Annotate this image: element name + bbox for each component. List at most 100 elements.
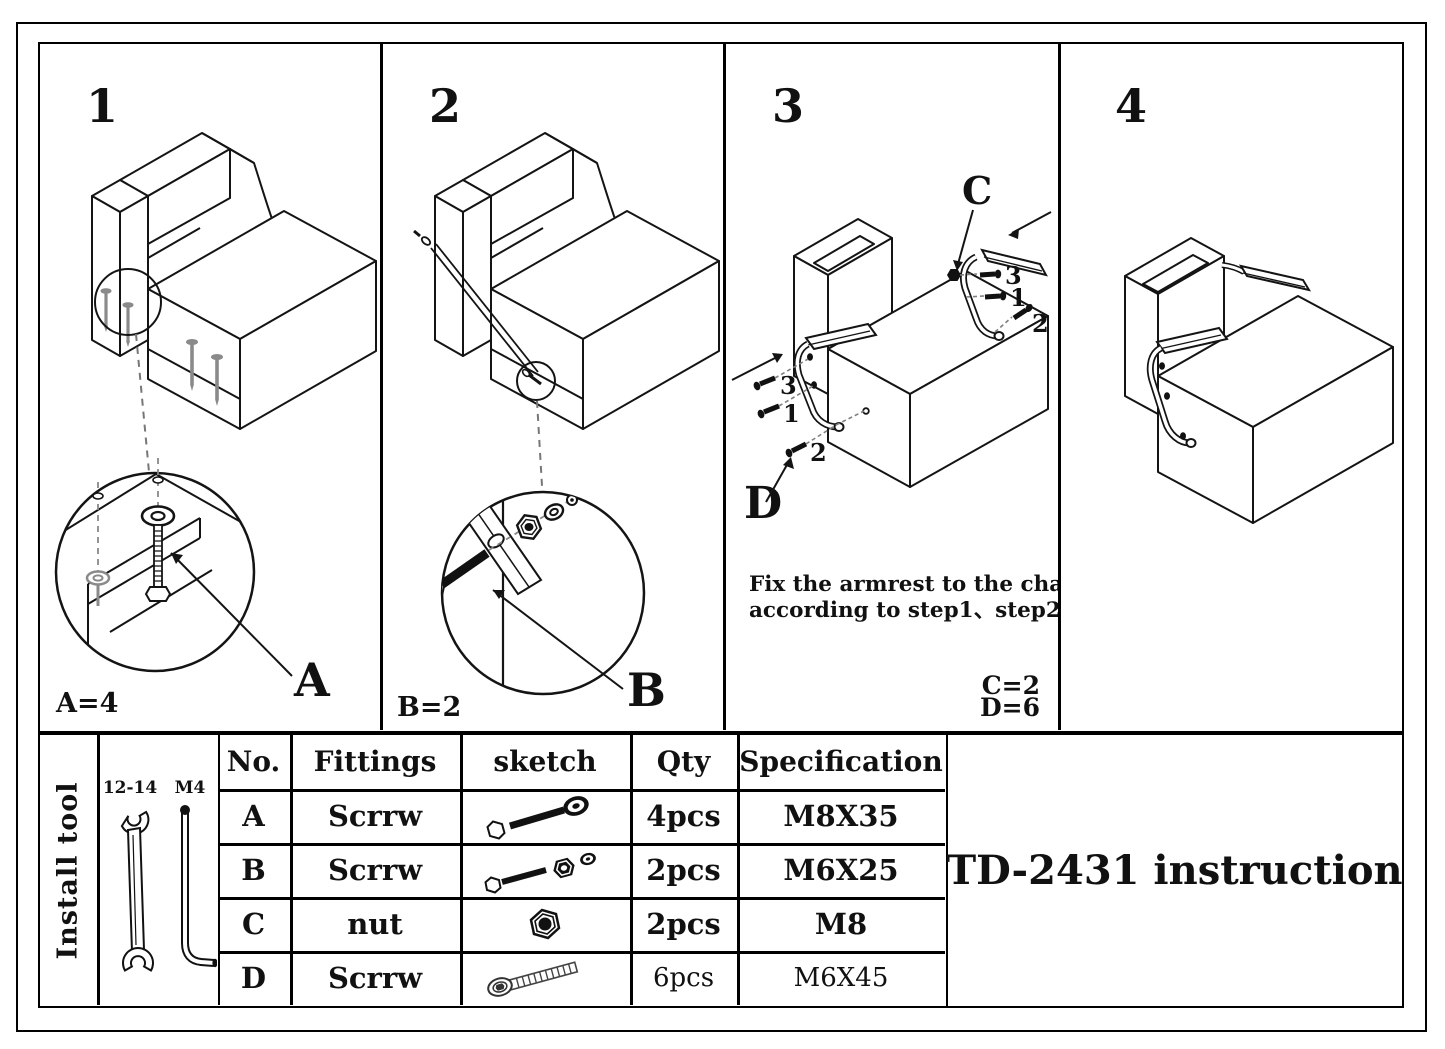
detail-leader-dash bbox=[135, 333, 150, 473]
row-b-spec: M6X25 bbox=[783, 853, 899, 887]
count-label-b: B=2 bbox=[397, 692, 461, 723]
sequence-label: 3 bbox=[1005, 261, 1022, 290]
count-label-a: A=4 bbox=[55, 688, 118, 719]
page-border bbox=[16, 22, 1427, 1032]
install-tool-label: Install tool bbox=[53, 780, 84, 960]
panel-step1: 1 bbox=[54, 79, 377, 719]
allen-key-icon bbox=[180, 805, 217, 968]
screw-d-icon bbox=[984, 291, 1007, 301]
screw-d-icon bbox=[785, 441, 808, 458]
left-armrest: 3 1 2 bbox=[731, 322, 878, 467]
title-box: TD-2431 instruction bbox=[945, 733, 1404, 1008]
bolt-nut-washer-icon bbox=[484, 852, 596, 894]
table-gridline bbox=[217, 843, 945, 846]
col-header-spec: Specification bbox=[739, 745, 943, 778]
panel-step2: 2 bbox=[397, 79, 720, 723]
count-label-c: C=2 bbox=[982, 671, 1040, 700]
sequence-label: 1 bbox=[783, 399, 800, 428]
part-label-a: A bbox=[293, 653, 331, 707]
count-label-d: D=6 bbox=[980, 693, 1040, 722]
part-label-d: D bbox=[744, 478, 782, 529]
seat-box bbox=[1157, 295, 1394, 524]
sequence-label: 1 bbox=[1010, 283, 1027, 312]
label-c-leader bbox=[953, 209, 974, 271]
table-gridline bbox=[217, 951, 945, 954]
table-gridline bbox=[97, 735, 100, 1005]
label-a-leader bbox=[170, 552, 293, 677]
step-panels-frame: 1 bbox=[38, 42, 1404, 733]
step-number: 2 bbox=[429, 79, 461, 133]
table-gridline bbox=[630, 735, 633, 1005]
row-d-spec: M6X45 bbox=[793, 963, 889, 993]
insert-arrow bbox=[731, 353, 783, 381]
panel-divider bbox=[1058, 44, 1061, 730]
page-title: TD-2431 instruction bbox=[946, 847, 1403, 894]
col-header-sketch: sketch bbox=[493, 745, 597, 778]
ghost-washer-screw bbox=[85, 570, 111, 606]
chair-diagram-step3 bbox=[793, 218, 1049, 488]
open-end-wrench-icon bbox=[120, 810, 154, 972]
zoom-area-circle bbox=[94, 268, 162, 336]
parts-table: Install tool 12-14 M4 No. Fittings sketc… bbox=[38, 733, 948, 1008]
screw-a-detail bbox=[140, 505, 176, 602]
hole-mark bbox=[152, 476, 164, 484]
row-a-no: A bbox=[242, 799, 265, 833]
chair-diagram-step2 bbox=[434, 132, 720, 430]
note-line1: Fix the armrest to the chair bbox=[749, 572, 1059, 597]
row-a-spec: M8X35 bbox=[783, 799, 899, 833]
screw-a-icon bbox=[211, 354, 223, 406]
right-armrest: 3 1 2 bbox=[947, 211, 1052, 341]
table-gridline bbox=[290, 735, 293, 1005]
table-gridline bbox=[460, 735, 463, 1005]
part-label-c: C bbox=[962, 168, 992, 213]
install-tools-sketch: 12-14 M4 bbox=[103, 778, 217, 972]
sequence-label: 2 bbox=[810, 438, 827, 467]
table-gridline bbox=[217, 897, 945, 900]
row-d-fitting: Scrrw bbox=[327, 961, 423, 995]
step-number: 1 bbox=[86, 79, 118, 133]
insert-arrow bbox=[1008, 211, 1052, 239]
screws-a-group bbox=[100, 288, 223, 406]
bolt-with-washer-icon bbox=[486, 796, 589, 840]
table-gridline bbox=[217, 789, 945, 792]
row-c-no: C bbox=[241, 907, 266, 941]
screw-d-icon bbox=[979, 269, 1002, 279]
row-c-fitting: nut bbox=[347, 907, 403, 941]
hex-nut-icon bbox=[529, 908, 561, 940]
step-number: 4 bbox=[1115, 79, 1147, 133]
row-c-qty: 2pcs bbox=[646, 907, 721, 941]
right-armrest bbox=[1221, 262, 1312, 292]
row-b-no: B bbox=[241, 853, 266, 887]
hole-mark bbox=[92, 492, 104, 500]
chair-diagram-step1 bbox=[91, 132, 377, 430]
screw-d-icon bbox=[1012, 303, 1033, 321]
panel-step3: 3 3 1 bbox=[731, 79, 1059, 722]
col-header-no: No. bbox=[226, 745, 281, 778]
nut-c-icon bbox=[947, 269, 961, 281]
row-b-fitting: Scrrw bbox=[327, 853, 423, 887]
row-c-spec: M8 bbox=[814, 907, 868, 941]
detail-leader-dash bbox=[536, 400, 543, 487]
step-number: 3 bbox=[772, 79, 804, 133]
row-a-fitting: Scrrw bbox=[327, 799, 423, 833]
table-gridline bbox=[737, 735, 740, 1005]
socket-screw-icon bbox=[487, 961, 579, 997]
sequence-label: 2 bbox=[1032, 309, 1049, 338]
row-d-qty: 6pcs bbox=[652, 963, 715, 993]
label-b-leader bbox=[492, 589, 624, 690]
row-a-qty: 4pcs bbox=[646, 799, 721, 833]
table-gridline bbox=[217, 735, 220, 1005]
screw-d-icon bbox=[757, 403, 780, 419]
panel-divider bbox=[380, 44, 383, 730]
col-header-fittings: Fittings bbox=[313, 745, 437, 778]
note-line2: according to step1、step2 and step3 bbox=[749, 598, 1059, 623]
panel-step4: 4 bbox=[1115, 79, 1394, 524]
wrench-size-label: 12-14 bbox=[103, 778, 158, 798]
screw-d-icon bbox=[753, 375, 776, 391]
hex-key-size-label: M4 bbox=[175, 778, 206, 798]
part-label-b: B bbox=[627, 663, 666, 717]
col-header-qty: Qty bbox=[656, 745, 711, 778]
panel-divider bbox=[723, 44, 726, 730]
sequence-label: 3 bbox=[780, 371, 797, 400]
